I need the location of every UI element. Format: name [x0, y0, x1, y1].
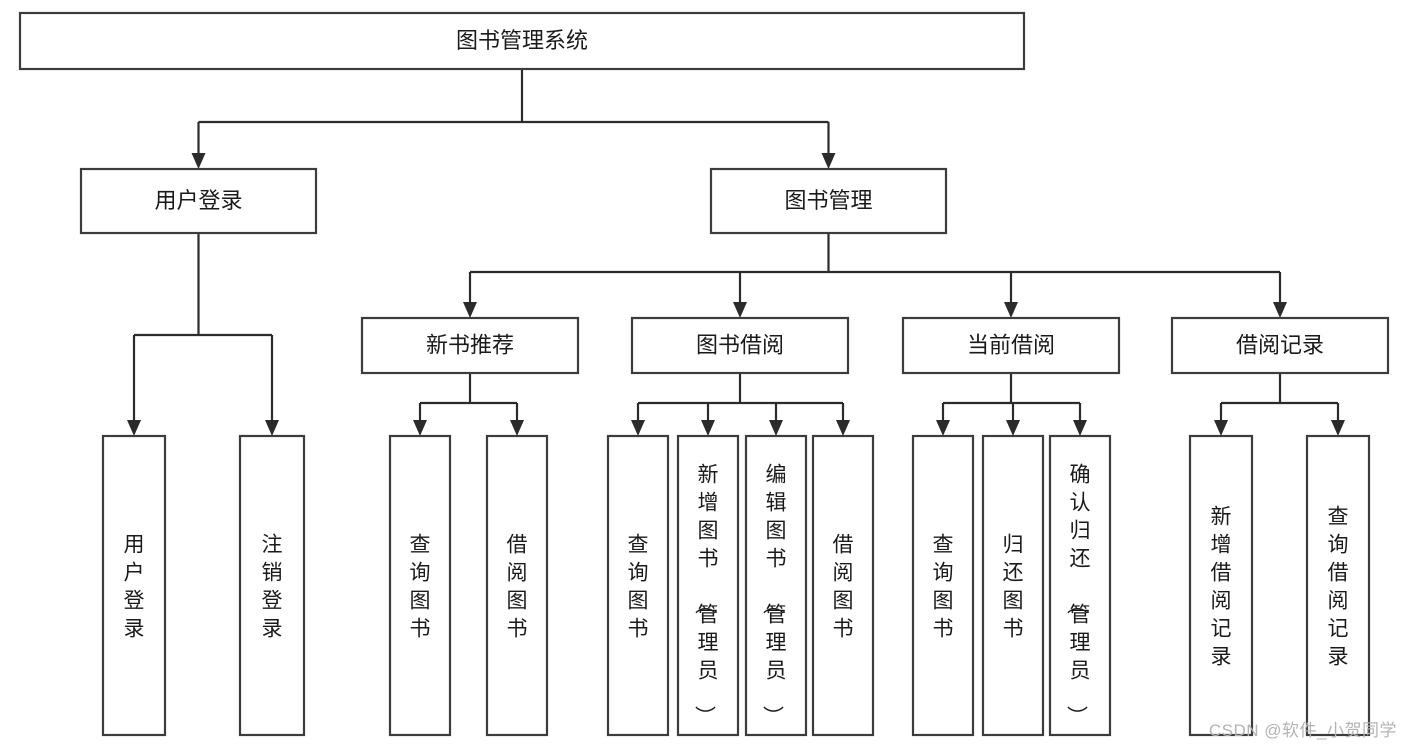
node-leaf-user-login[interactable]: 用户登录 [101, 434, 167, 737]
node-label-leaf-borrow-book-recommend: 借阅图书 [507, 533, 528, 640]
arrow-leaf-borrow-book-recommend [510, 420, 524, 436]
node-label-current-borrow: 当前借阅 [967, 332, 1055, 357]
arrow-leaf-query-borrow-record [1331, 420, 1345, 436]
node-box-leaf-logout-login [238, 434, 306, 737]
node-leaf-query-book-borrow[interactable]: 查询图书 [606, 434, 670, 737]
node-label-root: 图书管理系统 [456, 28, 588, 53]
node-leaf-return-book[interactable]: 归还图书 [981, 434, 1045, 737]
node-box-user-login [79, 167, 318, 235]
node-leaf-edit-book-admin[interactable]: 编辑图书（管理员） [744, 434, 808, 737]
node-box-leaf-query-book-recommend [388, 434, 452, 737]
node-leaf-confirm-return-admin[interactable]: 确认归还（管理员） [1048, 434, 1112, 737]
node-box-borrow-record [1170, 316, 1390, 375]
node-leaf-add-book-admin[interactable]: 新增图书（管理员） [676, 434, 740, 737]
node-label-new-book-recommend: 新书推荐 [426, 332, 514, 357]
arrow-current-borrow [1004, 302, 1018, 318]
node-box-leaf-borrow-book-recommend [485, 434, 549, 737]
node-box-leaf-query-book-borrow [606, 434, 670, 737]
edges-layer [127, 69, 1345, 436]
arrow-leaf-add-borrow-record [1214, 420, 1228, 436]
edge-group-borrow-record [1214, 373, 1345, 436]
node-label-leaf-add-borrow-record: 新增借阅记录 [1211, 505, 1232, 668]
node-current-borrow[interactable]: 当前借阅 [901, 316, 1121, 375]
arrow-new-book-recommend [463, 302, 477, 318]
node-label-leaf-query-book-borrow: 查询图书 [628, 533, 649, 640]
arrow-leaf-logout-login [265, 420, 279, 436]
node-label-leaf-query-book-current: 查询图书 [933, 533, 954, 640]
edge-group-book-borrow [631, 373, 850, 436]
nodes-layer: 图书管理系统用户登录图书管理新书推荐图书借阅当前借阅借阅记录用户登录注销登录查询… [18, 11, 1390, 737]
node-label-leaf-query-book-recommend: 查询图书 [410, 533, 431, 640]
arrow-leaf-confirm-return-admin [1073, 420, 1087, 436]
node-label-book-management: 图书管理 [784, 188, 872, 213]
arrow-leaf-user-login [127, 420, 141, 436]
node-box-leaf-query-borrow-record [1305, 434, 1371, 737]
node-box-book-management [709, 167, 948, 235]
edge-group-new-book-recommend [413, 373, 524, 436]
node-label-leaf-borrow-book: 借阅图书 [833, 533, 854, 640]
node-leaf-borrow-book[interactable]: 借阅图书 [811, 434, 875, 737]
node-label-leaf-add-book-admin: 新增图书（管理员） [693, 463, 719, 726]
node-label-user-login: 用户登录 [154, 188, 242, 213]
arrow-book-management [821, 153, 836, 169]
arrow-leaf-query-book-borrow [631, 420, 645, 436]
node-new-book-recommend[interactable]: 新书推荐 [360, 316, 580, 375]
arrow-leaf-return-book [1006, 420, 1020, 436]
node-box-leaf-return-book [981, 434, 1045, 737]
watermark-text: CSDN @软件_小贺同学 [1208, 721, 1397, 740]
arrow-leaf-add-book-admin [701, 420, 715, 436]
arrow-leaf-query-book-recommend [413, 420, 427, 436]
node-box-leaf-edit-book-admin [744, 434, 808, 737]
node-box-new-book-recommend [360, 316, 580, 375]
node-book-borrow[interactable]: 图书借阅 [630, 316, 850, 375]
node-label-leaf-edit-book-admin: 编辑图书（管理员） [761, 463, 787, 726]
node-label-leaf-logout-login: 注销登录 [262, 533, 283, 640]
node-box-current-borrow [901, 316, 1121, 375]
node-borrow-record[interactable]: 借阅记录 [1170, 316, 1390, 375]
node-box-leaf-query-book-current [911, 434, 975, 737]
node-box-leaf-add-book-admin [676, 434, 740, 737]
edge-group-current-borrow [936, 373, 1087, 436]
node-label-leaf-user-login: 用户登录 [124, 533, 145, 640]
node-leaf-logout-login[interactable]: 注销登录 [238, 434, 306, 737]
edge-group-book-management [463, 233, 1287, 318]
node-box-leaf-add-borrow-record [1188, 434, 1254, 737]
node-user-login[interactable]: 用户登录 [79, 167, 318, 235]
node-box-book-borrow [630, 316, 850, 375]
node-box-leaf-user-login [101, 434, 167, 737]
arrow-leaf-borrow-book [836, 420, 850, 436]
node-label-borrow-record: 借阅记录 [1236, 332, 1324, 357]
node-label-leaf-confirm-return-admin: 确认归还（管理员） [1065, 463, 1091, 726]
arrow-borrow-record [1273, 302, 1287, 318]
node-box-root [18, 11, 1026, 71]
node-leaf-add-borrow-record[interactable]: 新增借阅记录 [1188, 434, 1254, 737]
edge-group-root [191, 69, 836, 169]
node-book-management[interactable]: 图书管理 [709, 167, 948, 235]
arrow-user-login [191, 153, 206, 169]
node-label-book-borrow: 图书借阅 [696, 332, 784, 357]
node-box-leaf-borrow-book [811, 434, 875, 737]
arrow-leaf-query-book-current [936, 420, 950, 436]
edge-group-user-login [127, 233, 279, 436]
node-root[interactable]: 图书管理系统 [18, 11, 1026, 71]
arrow-book-borrow [733, 302, 747, 318]
node-leaf-query-book-recommend[interactable]: 查询图书 [388, 434, 452, 737]
node-label-leaf-query-borrow-record: 查询借阅记录 [1328, 505, 1349, 668]
arrow-leaf-edit-book-admin [769, 420, 783, 436]
node-box-leaf-confirm-return-admin [1048, 434, 1112, 737]
node-leaf-query-borrow-record[interactable]: 查询借阅记录 [1305, 434, 1371, 737]
node-leaf-query-book-current[interactable]: 查询图书 [911, 434, 975, 737]
node-leaf-borrow-book-recommend[interactable]: 借阅图书 [485, 434, 549, 737]
node-label-leaf-return-book: 归还图书 [1003, 533, 1024, 640]
